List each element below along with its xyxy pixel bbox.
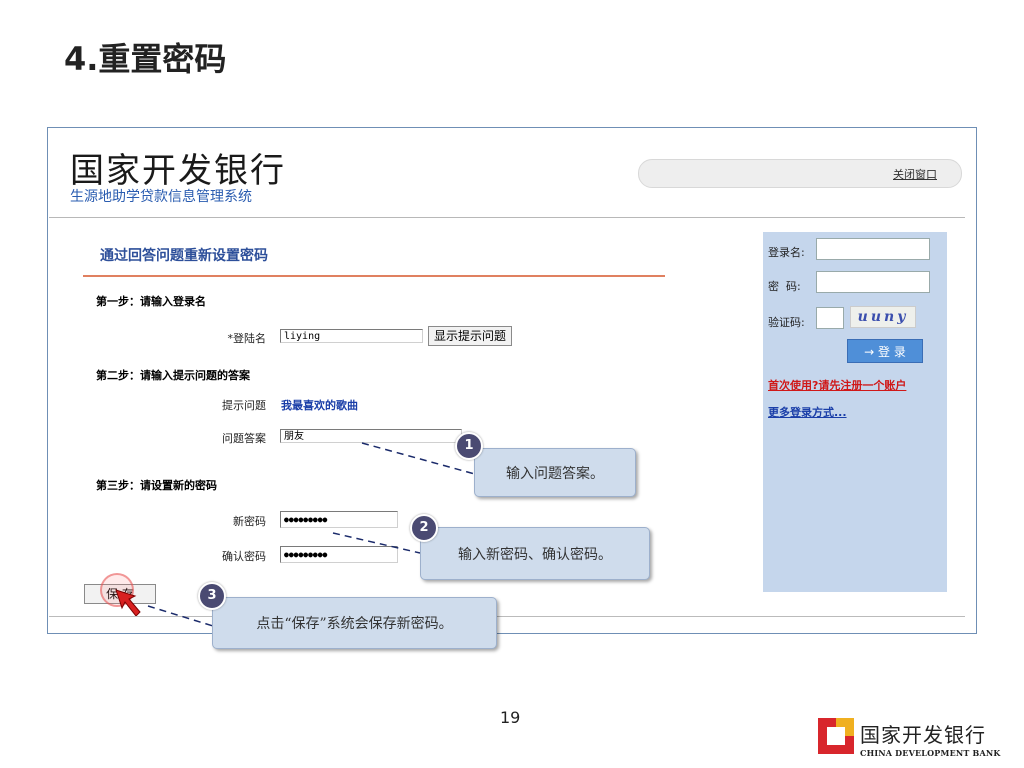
confirm-password-label: 确认密码	[222, 550, 266, 563]
login-button[interactable]: → 登 录	[847, 339, 923, 363]
login-name-label: *登陆名	[227, 332, 267, 345]
confirm-password-input[interactable]: ●●●●●●●●●	[280, 546, 398, 563]
step-2-label: 第二步：请输入提示问题的答案	[96, 369, 250, 382]
system-subtitle: 生源地助学贷款信息管理系统	[70, 189, 252, 205]
more-login-link[interactable]: 更多登录方式...	[768, 406, 847, 419]
top-bar	[638, 159, 962, 188]
header-divider	[49, 217, 965, 218]
footer-divider	[49, 616, 965, 617]
logo-english: CHINA DEVELOPMENT BANK	[860, 748, 1001, 758]
step-3-label: 第三步：请设置新的密码	[96, 479, 217, 492]
bank-logo-icon	[818, 718, 854, 754]
captcha-label: 验证码:	[768, 316, 805, 329]
cursor-arrow-icon	[115, 589, 141, 617]
page-number: 19	[500, 708, 521, 727]
hint-question-value: 我最喜欢的歌曲	[281, 399, 358, 412]
password-label: 密 码:	[768, 280, 801, 293]
callout-1: 输入问题答案。	[474, 448, 636, 497]
callout-1-badge: 1	[455, 432, 483, 460]
close-window-link[interactable]: 关闭窗口	[893, 168, 937, 181]
password-input[interactable]	[816, 271, 930, 293]
captcha-image: uuny	[850, 306, 916, 328]
slide-title: 4.重置密码	[64, 40, 227, 78]
callout-2: 输入新密码、确认密码。	[420, 527, 650, 580]
new-password-label: 新密码	[233, 515, 266, 528]
username-label: 登录名:	[768, 246, 805, 259]
hint-question-label: 提示问题	[222, 399, 266, 412]
logo-name: 国家开发银行	[860, 723, 986, 747]
captcha-input[interactable]	[816, 307, 844, 329]
callout-3: 点击“保存”系统会保存新密码。	[212, 597, 497, 649]
new-password-input[interactable]: ●●●●●●●●●	[280, 511, 398, 528]
step-1-label: 第一步：请输入登录名	[96, 295, 206, 308]
show-hint-button[interactable]: 显示提示问题	[428, 326, 512, 346]
answer-input[interactable]: 朋友	[280, 429, 462, 443]
login-name-input[interactable]: liying	[280, 329, 423, 343]
bank-name: 国家开发银行	[70, 151, 286, 191]
callout-3-badge: 3	[198, 582, 226, 610]
section-divider	[83, 275, 665, 277]
section-title: 通过回答问题重新设置密码	[100, 248, 268, 264]
answer-label: 问题答案	[222, 432, 266, 445]
username-input[interactable]	[816, 238, 930, 260]
register-link[interactable]: 首次使用?请先注册一个账户	[768, 379, 907, 392]
callout-2-badge: 2	[410, 514, 438, 542]
